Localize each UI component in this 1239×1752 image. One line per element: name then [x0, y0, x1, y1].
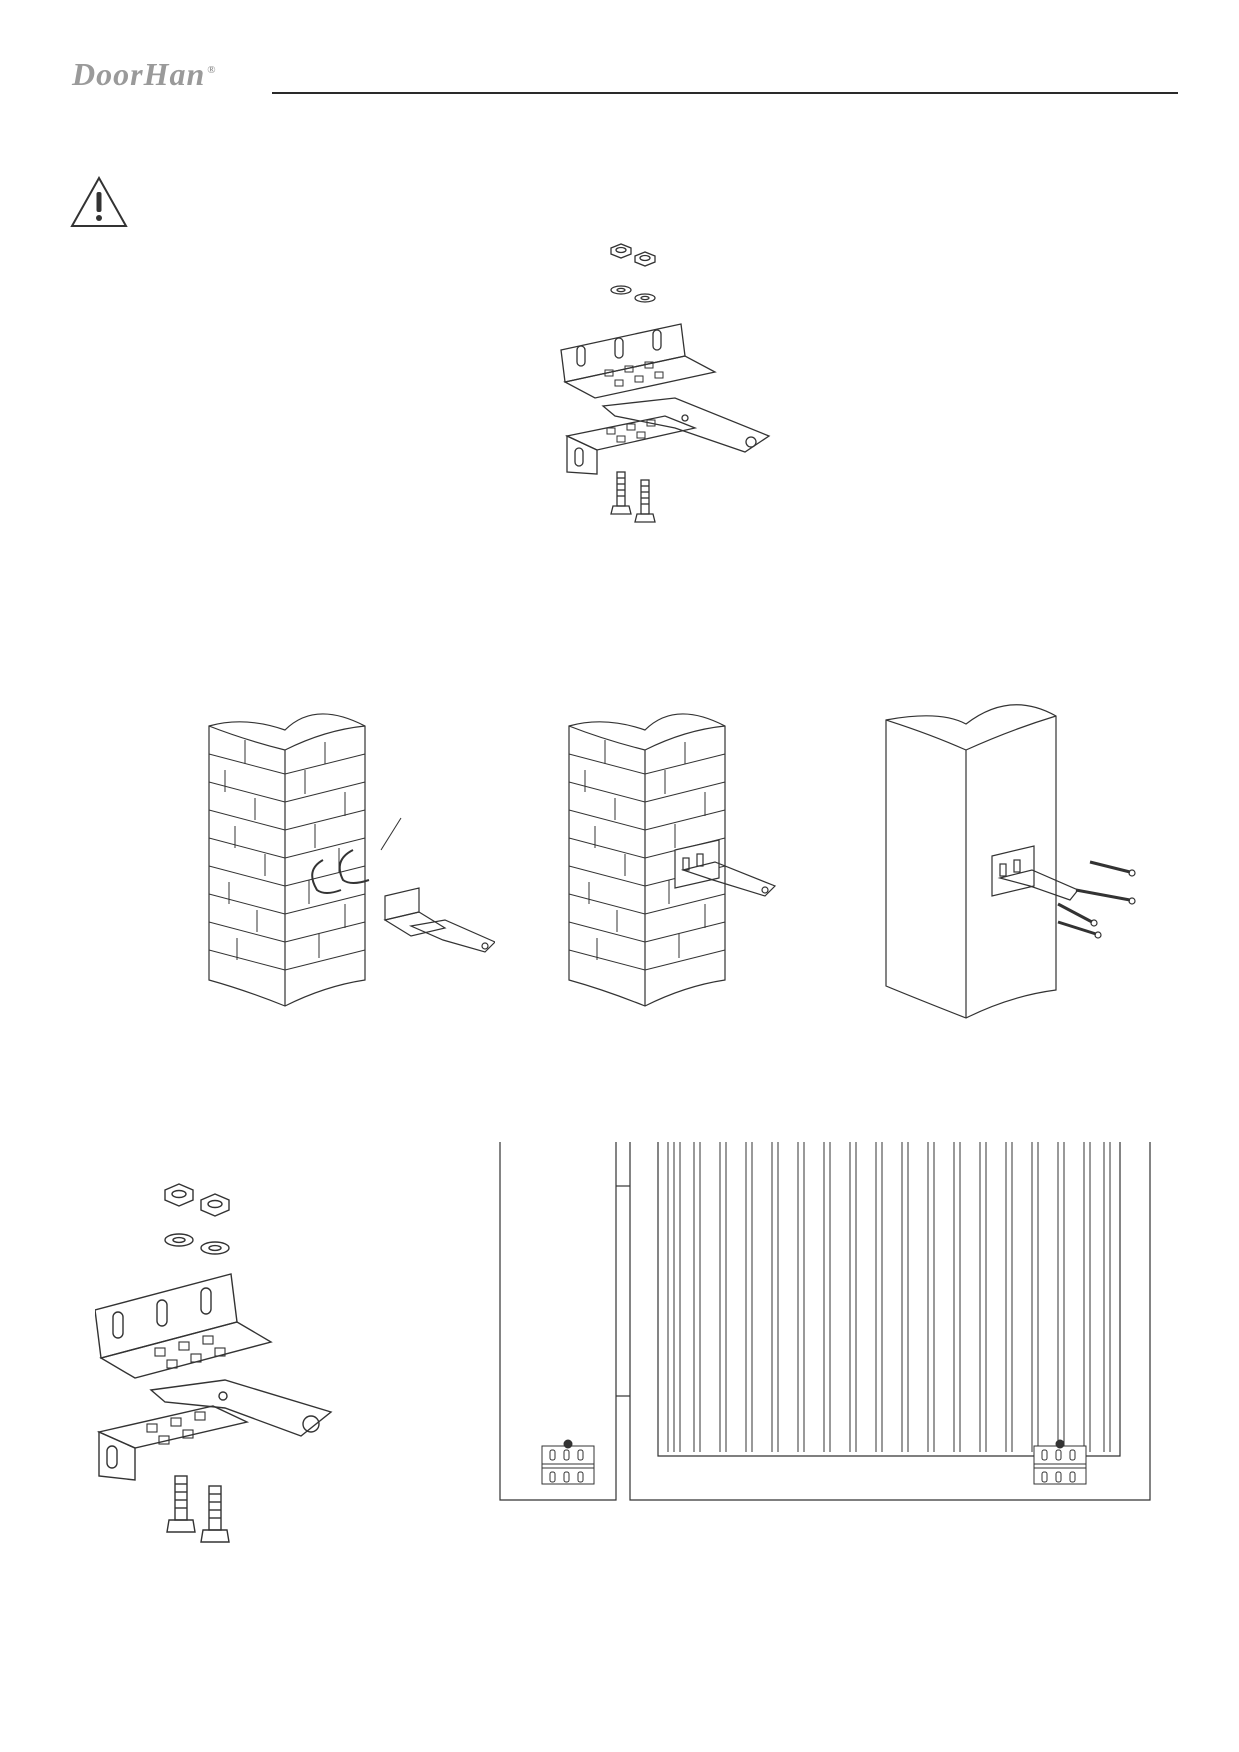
logo-registered-mark: ®	[207, 64, 217, 77]
mounted-bracket	[674, 839, 777, 897]
nut-icon	[610, 243, 632, 259]
anchor-bolt-icon	[1057, 920, 1102, 939]
post-bracket	[541, 1439, 595, 1485]
brick-pillar-mounted-diagram	[568, 713, 777, 1007]
anchor-bolt-icon	[1089, 860, 1136, 877]
nut-icon	[164, 1183, 194, 1207]
header-rule	[272, 92, 1178, 94]
gate-post	[499, 1142, 617, 1501]
bolt-icon	[634, 479, 656, 523]
washer-icon	[610, 285, 632, 295]
bolt-icon	[166, 1475, 196, 1533]
upper-bracket	[560, 323, 717, 399]
doorhan-logo: DoorHan®	[72, 56, 216, 93]
brick-pillar-u-bolt-diagram	[208, 713, 495, 1007]
warning-triangle-icon	[70, 176, 128, 227]
bracket-small	[383, 887, 495, 953]
washer-icon	[164, 1233, 194, 1247]
bracket-exploded-large-diagram	[95, 1183, 333, 1543]
lower-bracket	[96, 1405, 250, 1481]
nut-icon	[200, 1193, 230, 1217]
bracket-arm-plate	[601, 397, 771, 453]
anchor-bolt-icon	[1075, 888, 1136, 905]
anchor-bolt-icon	[1057, 902, 1098, 927]
lower-bracket	[564, 415, 698, 475]
gate-leaf-frame	[629, 1142, 1151, 1501]
upper-bracket	[95, 1273, 273, 1379]
nut-icon	[634, 251, 656, 267]
leaf-bracket	[1033, 1439, 1087, 1485]
solid-pillar-anchor-diagram	[885, 704, 1136, 1019]
washer-icon	[634, 293, 656, 303]
gate-elevation-diagram	[499, 1142, 1151, 1501]
bolt-icon	[200, 1485, 230, 1543]
bracket-exploded-diagram	[560, 243, 771, 523]
washer-icon	[200, 1241, 230, 1255]
gate-slats	[667, 1142, 1111, 1452]
bracket-arm-plate	[149, 1379, 333, 1437]
logo-text: DoorHan	[72, 56, 206, 92]
mounted-bracket	[991, 845, 1079, 901]
bolt-icon	[610, 471, 632, 515]
